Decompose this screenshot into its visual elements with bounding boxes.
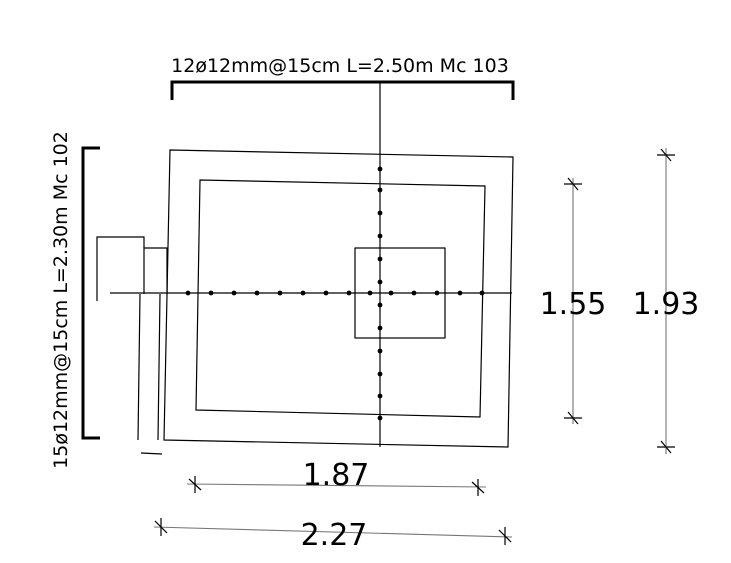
rebar-dot [346,290,352,296]
rebar-dot [388,290,394,296]
dimension-outer-width: 2.27 [153,518,513,553]
rebar-dot [377,187,383,193]
rebar-dot [377,325,383,331]
rebar-dot [377,166,383,172]
dimension-tick [660,440,672,454]
rebar-dot [434,290,440,296]
rebar-dot [323,290,329,296]
dimension-tick [567,177,579,191]
rebar-dot [377,393,383,399]
rebar-dot [377,279,383,285]
footing-inner-outline [195,179,486,418]
rebar-dot [208,290,214,296]
tie-beam-end [96,236,145,301]
footing-outer-outline [163,149,514,448]
tie-beam-edge-right [157,293,161,441]
rebar-dot [377,233,383,239]
rebar-dot [377,302,383,308]
top-rebar-label: 12ø12mm@15cm L=2.50m Mc 103 [171,55,509,77]
rebar-dot [377,415,383,421]
rebar-dot [457,290,463,296]
rebar-dots-horizontal [185,290,485,296]
dimension-inner-height: 1.55 [540,177,607,425]
dimension-inner-width: 1.87 [186,458,487,496]
dimension-tick [188,478,202,491]
dimension-tick [660,148,672,162]
rebar-dot [254,290,260,296]
dimension-tick [567,411,579,425]
rebar-dot [479,290,485,296]
dimension-line [153,526,513,538]
rebar-dot [367,290,373,296]
left-rebar-label: 15ø12mm@15cm L=2.30m Mc 102 [50,131,72,469]
rebar-dot [277,290,283,296]
rebar-dot [185,290,191,296]
tie-beam-end-mark [140,452,163,455]
rebar-dot [231,290,237,296]
dimension-inner-height-label: 1.55 [540,287,607,322]
rebar-dot [377,371,383,377]
dimension-outer-height-label: 1.93 [633,287,700,322]
dimension-tick [498,529,512,543]
left-rebar-bracket [81,146,100,440]
tie-beam-stub [143,247,168,294]
rebar-dots-vertical [377,166,383,421]
dimension-tick [471,481,485,494]
rebar-dot [377,348,383,354]
dimension-inner-width-label: 1.87 [303,458,370,493]
rebar-dot [411,290,417,296]
dimension-line [186,483,487,488]
top-rebar-bracket [170,80,515,100]
rebar-dot [300,290,306,296]
dimension-outer-height: 1.93 [633,148,700,454]
rebar-dot [377,210,383,216]
dimension-outer-width-label: 2.27 [301,518,368,553]
tie-beam-edge-left [137,293,141,441]
rebar-dot [377,256,383,262]
dimension-tick [154,520,168,534]
